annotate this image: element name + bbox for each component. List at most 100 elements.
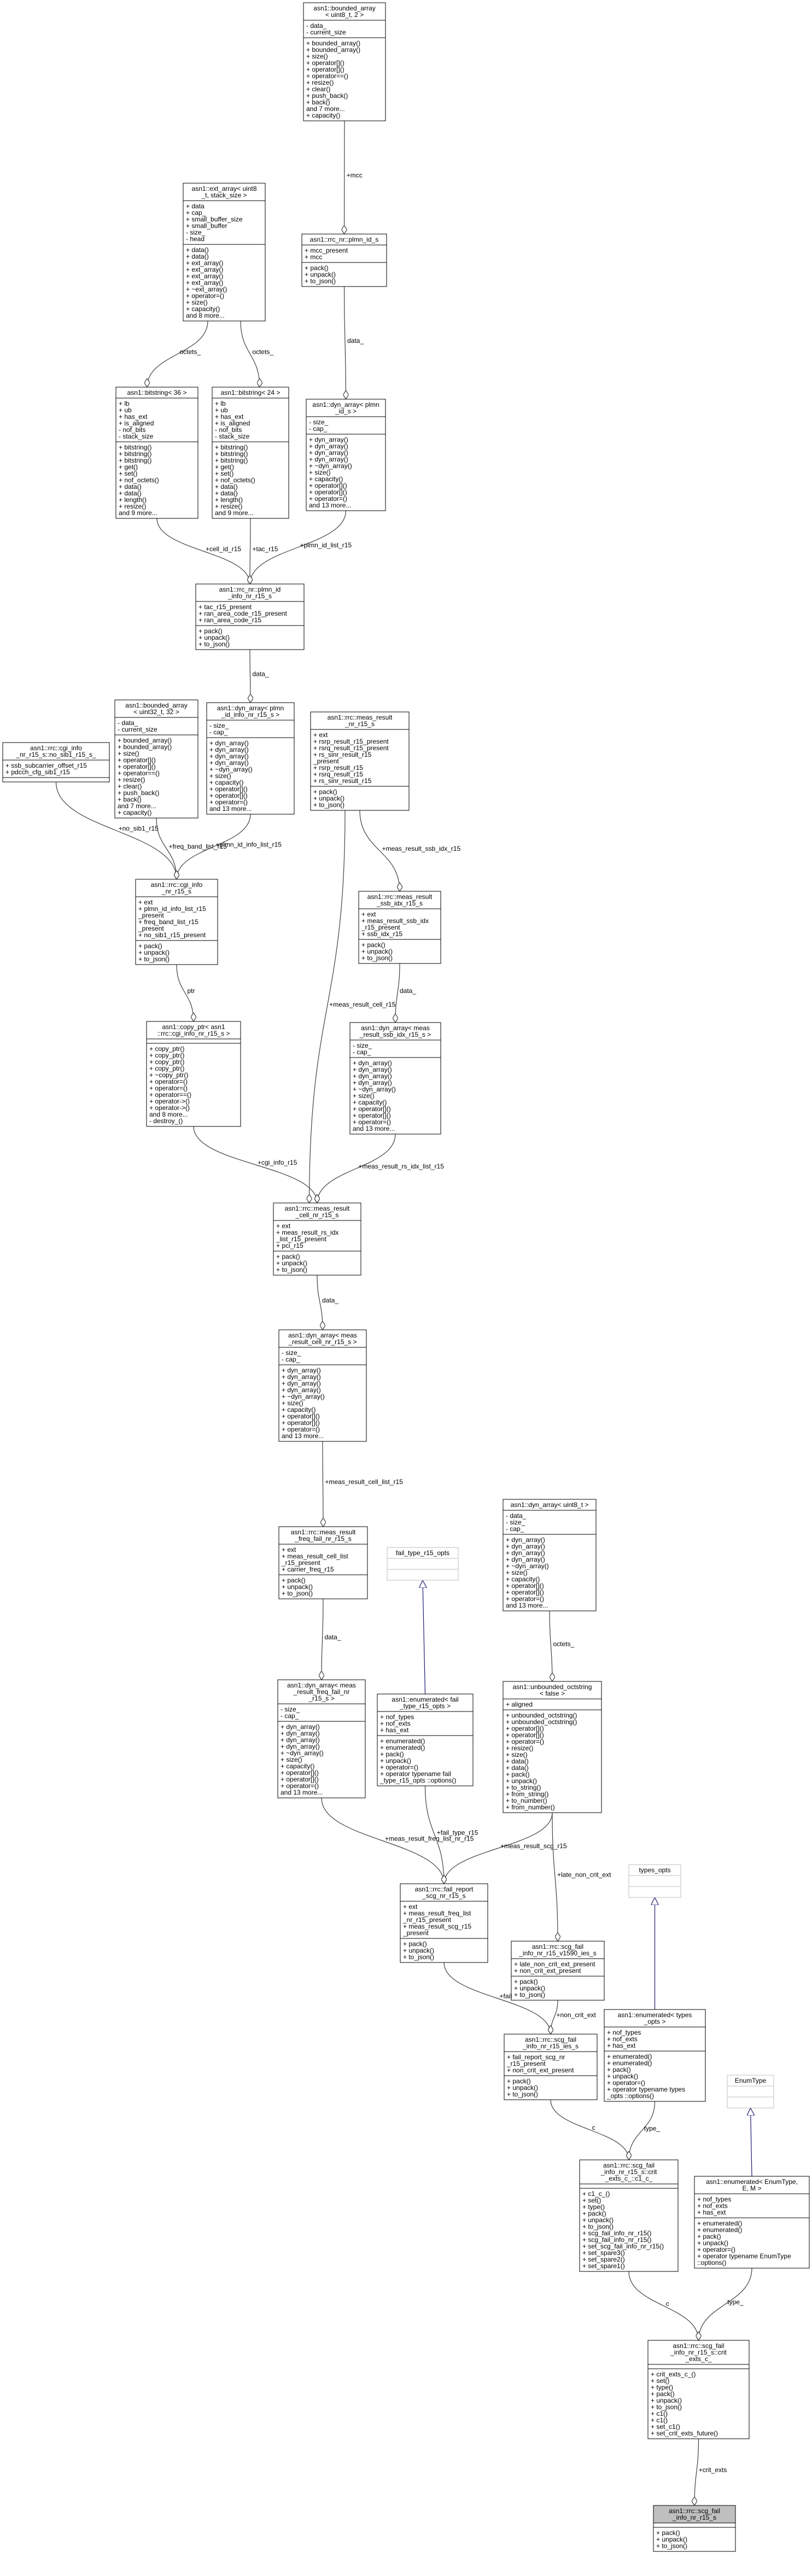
class-field: + has_ext	[380, 1726, 409, 1734]
class-field: - size_	[506, 1518, 525, 1526]
class-field: + ub	[215, 406, 228, 414]
class-title: asn1::dyn_array< uint8_t >	[511, 1501, 589, 1509]
class-method: + capacity()	[506, 1575, 540, 1583]
class-node-copy-ptr-cgi[interactable]: asn1::copy_ptr< asn1::rrc::cgi_info_nr_r…	[146, 1021, 241, 1127]
class-method: + set_c1()	[651, 2423, 680, 2431]
class-title: _type_r15_opts >	[399, 1702, 451, 1710]
class-title: asn1::rrc::scg_fail	[673, 2342, 724, 2350]
class-field: + meas_result_scg_r15	[403, 1923, 471, 1930]
class-field: + cap_	[186, 209, 206, 217]
class-node-dyn-array-u8[interactable]: asn1::dyn_array< uint8_t >- data_- size_…	[503, 1499, 597, 1611]
class-node-meas-result-cell-nr[interactable]: asn1::rrc::meas_result_cell_nr_r15_s+ ex…	[273, 1202, 361, 1276]
class-method: + enumerated()	[380, 1744, 425, 1751]
class-title: _info_nr_r15_s	[227, 592, 272, 600]
composition-edge	[344, 120, 345, 234]
class-title: asn1::bounded_array	[125, 702, 187, 709]
composition-edge	[250, 510, 347, 584]
class-method: + operator[]()	[282, 1419, 320, 1427]
class-node-plmn-id-info[interactable]: asn1::rrc_nr::plmn_id_info_nr_r15_s+ tac…	[195, 583, 305, 650]
class-method: + unbounded_octstring()	[506, 1712, 577, 1719]
class-node-enumerated-fail-type[interactable]: asn1::enumerated< fail_type_r15_opts >+ …	[377, 1693, 474, 1786]
class-method: + dyn_array()	[309, 455, 348, 463]
class-node-no-sib1-r15[interactable]: asn1::rrc::cgi_info_nr_r15_s::no_sib1_r1…	[2, 742, 110, 782]
class-title: asn1::dyn_array< plmn	[312, 401, 379, 408]
class-field: + rs_sinr_result_r15	[313, 751, 372, 758]
class-method: + push_back()	[118, 789, 159, 797]
class-method: + copy_ptr()	[149, 1052, 184, 1059]
class-method: + data()	[506, 1757, 529, 1765]
class-node-dyn-array-meas-freq-fail[interactable]: asn1::dyn_array< meas_result_freq_fail_n…	[277, 1679, 366, 1798]
class-method: + nof_octets()	[119, 476, 159, 484]
class-method: + enumerated()	[697, 2226, 742, 2234]
class-node-dyn-array-plmn[interactable]: asn1::dyn_array< plmn_id_s >- size_- cap…	[306, 399, 386, 511]
class-node-unbounded-octstring[interactable]: asn1::unbounded_octstring< false >+ alig…	[503, 1681, 602, 1813]
class-method: + bitstring()	[119, 443, 151, 451]
class-title: asn1::dyn_array< meas	[288, 1331, 357, 1339]
class-method: + dyn_array()	[282, 1373, 321, 1381]
class-method: + ext_array()	[186, 279, 223, 287]
composition-edge	[317, 1275, 323, 1330]
class-method: + to_json()	[651, 2403, 682, 2411]
class-field: - cap_	[309, 425, 328, 433]
class-node-ext-array-u8[interactable]: asn1::ext_array< uint8_t, stack_size >+ …	[183, 183, 266, 322]
class-node-enumerated-enum[interactable]: asn1::enumerated< EnumType,E, M >+ nof_t…	[694, 2176, 810, 2269]
class-node-fail-report-scg-nr[interactable]: asn1::rrc::fail_report_scg_nr_r15_s+ ext…	[400, 1883, 488, 1963]
class-method: + to_json()	[305, 277, 336, 285]
class-node-meas-result-freq-fail[interactable]: asn1::rrc::meas_result_freq_fail_nr_r15_…	[278, 1526, 368, 1599]
class-method: and 13 more...	[506, 1602, 548, 1609]
class-field: - nof_bits	[215, 426, 242, 434]
class-method: + operator=()	[282, 1426, 320, 1433]
composition-edge	[628, 2271, 699, 2340]
class-title: _info_nr_r15_s::crit	[670, 2349, 727, 2356]
class-method: + operator=()	[353, 1118, 391, 1126]
class-title: < false >	[540, 1690, 565, 1697]
class-node-dyn-array-meas-ssb[interactable]: asn1::dyn_array< meas_result_ssb_idx_r15…	[349, 1022, 441, 1135]
class-method: + operator==()	[306, 72, 348, 80]
class-node-bitstring-36[interactable]: asn1::bitstring< 36 >+ lb+ ub+ has_ext+ …	[115, 387, 198, 519]
class-method: + resize()	[119, 503, 146, 510]
class-node-plmn-id-s[interactable]: asn1::rrc_nr::plmn_id_s+ mcc_present+ mc…	[301, 233, 387, 287]
class-method: + data()	[215, 483, 238, 490]
class-method: + type()	[582, 2203, 605, 2211]
class-field: + is_aligned	[119, 419, 154, 427]
class-field: + carrier_freq_r15	[282, 1566, 334, 1573]
class-box	[504, 2034, 598, 2100]
class-field: + meas_result_ssb_idx	[361, 917, 429, 925]
class-node-dyn-array-plmn-info[interactable]: asn1::dyn_array< plmn_id_info_nr_r15_s >…	[206, 702, 295, 815]
class-node-crit-exts-c[interactable]: asn1::rrc::scg_fail_info_nr_r15_s::crit_…	[579, 2159, 679, 2272]
class-node-dyn-array-meas-cell[interactable]: asn1::dyn_array< meas_result_cell_nr_r15…	[278, 1329, 367, 1442]
class-title: asn1::rrc::cgi_info	[30, 744, 82, 752]
class-method: + operator[]()	[506, 1582, 544, 1590]
class-node-meas-result-nr-r15[interactable]: asn1::rrc::meas_result_nr_r15_s+ ext+ rs…	[310, 711, 410, 811]
class-node-crit-exts-outer[interactable]: asn1::rrc::scg_fail_info_nr_r15_s::crit_…	[647, 2340, 750, 2439]
class-box	[115, 387, 198, 519]
class-method: + set()	[651, 2377, 669, 2385]
class-method: + unpack()	[506, 1777, 537, 1785]
class-title: asn1::dyn_array< meas	[361, 1024, 430, 1032]
class-box	[377, 1693, 474, 1786]
class-node-meas-result-ssb-idx[interactable]: asn1::rrc::meas_result_ssb_idx_r15_s+ ex…	[358, 891, 441, 964]
class-method: + dyn_array()	[281, 1736, 320, 1744]
class-node-bounded-u8-2[interactable]: asn1::bounded_array< uint8_t, 2 >- data_…	[303, 2, 386, 121]
class-node-bitstring-24[interactable]: asn1::bitstring< 24 >+ lb+ ub+ has_ext+ …	[212, 387, 289, 519]
class-box	[579, 2159, 679, 2272]
class-node-scg-fail-ies[interactable]: asn1::rrc::scg_fail_info_nr_r15_ies_s+ f…	[504, 2034, 598, 2100]
class-field: _list_r15_present	[276, 1235, 327, 1243]
class-field: - stack_size	[119, 433, 154, 440]
class-title: _freq_fail_nr_r15_s	[294, 1535, 351, 1543]
class-method: + operator->()	[149, 1097, 190, 1105]
class-node-types-opts[interactable]: types_opts	[628, 1864, 681, 1898]
class-node-enumerated-types[interactable]: asn1::enumerated< types_opts >+ nof_type…	[604, 2009, 706, 2102]
class-node-scg-fail-v1590[interactable]: asn1::rrc::scg_fail_info_nr_r15_v1590_ie…	[511, 1941, 605, 2001]
class-node-scg-fail-info[interactable]: asn1::rrc::scg_fail_info_nr_r15_s+ pack(…	[653, 2505, 736, 2552]
class-node-enum-type[interactable]: EnumType	[727, 2075, 774, 2108]
class-node-cgi-info-nr-r15[interactable]: asn1::rrc::cgi_info_nr_r15_s+ ext+ plmn_…	[135, 879, 218, 965]
class-node-bounded-u32-32[interactable]: asn1::bounded_array< uint32_t, 32 >- dat…	[114, 699, 198, 819]
class-method: + unpack()	[380, 1757, 411, 1765]
edge-label: +meas_result_scg_r15	[500, 1842, 567, 1850]
class-field: + rs_sinr_result_r15	[313, 777, 372, 785]
class-node-fail-type-opts[interactable]: fail_type_r15_opts	[387, 1547, 459, 1581]
class-field: + meas_result_freq_list	[403, 1909, 471, 1917]
class-box	[400, 1883, 488, 1963]
class-field: + pdcch_cfg_sib1_r15	[5, 768, 70, 776]
